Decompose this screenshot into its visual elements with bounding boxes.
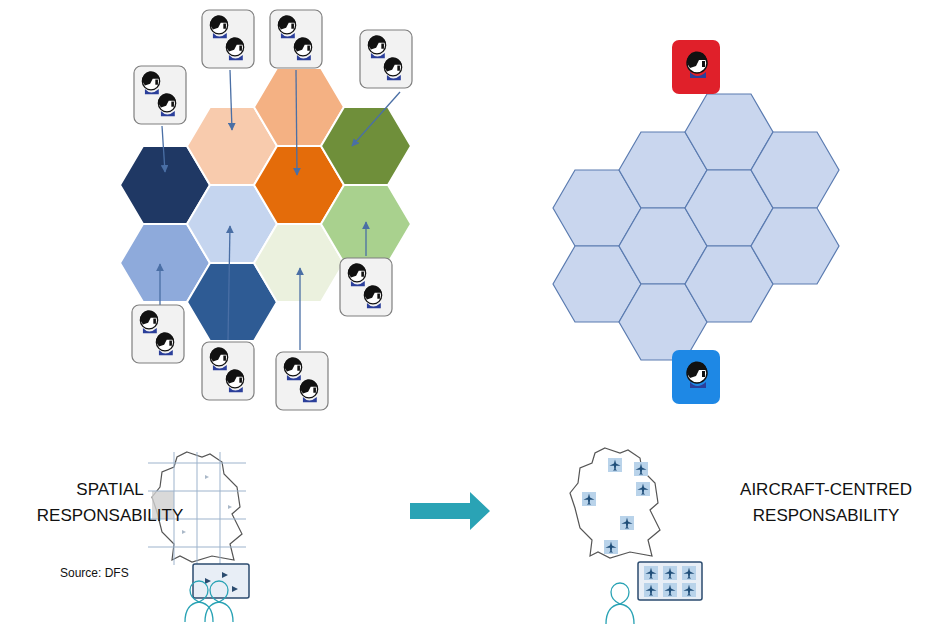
source-note: Source: DFS <box>60 564 180 582</box>
controller-workstation <box>606 562 702 624</box>
panel-caption: SPATIAL RESPONSABILITY <box>15 477 205 528</box>
controller-icons-aircraft <box>672 40 720 404</box>
airspace-hexagons <box>553 94 839 360</box>
panel-caption: AIRCRAFT-CENTRED RESPONSABILITY <box>712 477 940 528</box>
controller-workstation <box>185 564 249 622</box>
assignment-arrows <box>160 70 400 350</box>
transition-arrow <box>410 492 490 530</box>
controller-icons <box>132 10 412 410</box>
germany-aircraft-map <box>570 448 660 558</box>
